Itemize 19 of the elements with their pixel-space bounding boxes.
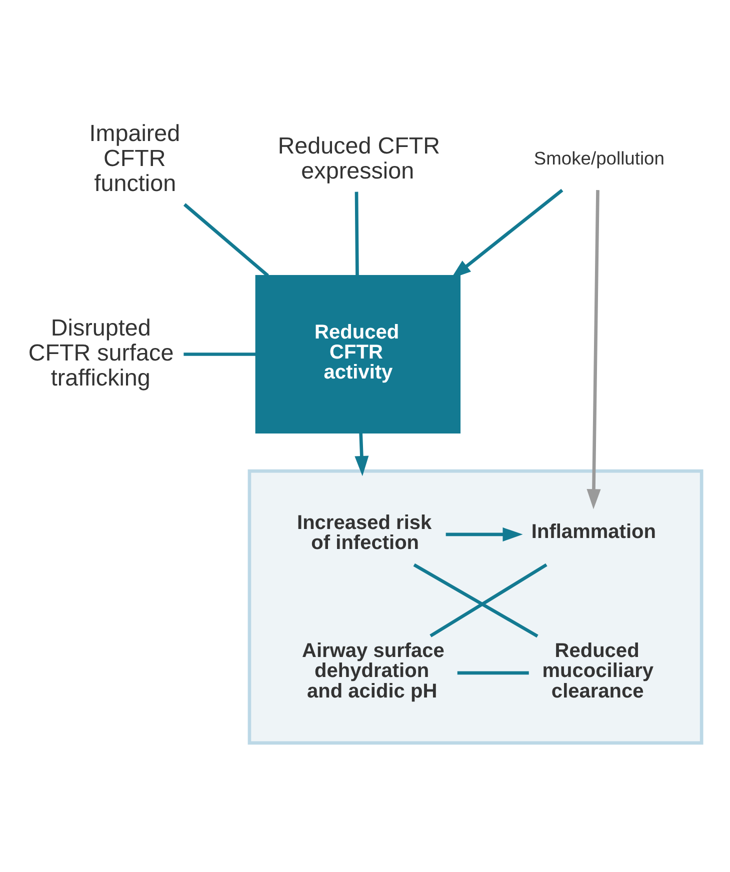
connector	[184, 352, 256, 356]
arrow	[354, 432, 369, 476]
arrow	[586, 190, 601, 510]
cluster	[248, 469, 704, 745]
node-text: Increased risk of infection	[297, 512, 432, 554]
connector	[183, 203, 269, 277]
connector	[354, 192, 359, 276]
arrow	[446, 527, 523, 542]
node-text: Smoke/pollution	[534, 148, 664, 169]
node-text: Reduced mucociliary clearance	[542, 640, 654, 702]
connector	[413, 563, 538, 638]
connector	[430, 563, 548, 638]
node-text: Inflammation	[531, 520, 656, 543]
node-text: Impaired CFTR function	[89, 120, 180, 196]
node-text: Airway surface dehydration and acidic pH	[302, 640, 444, 702]
node-text: Disrupted CFTR surface trafficking	[28, 314, 174, 390]
node-text: Reduced CFTR expression	[278, 132, 440, 184]
connector	[457, 671, 529, 675]
node-box: Reduced CFTR activity	[255, 275, 461, 434]
